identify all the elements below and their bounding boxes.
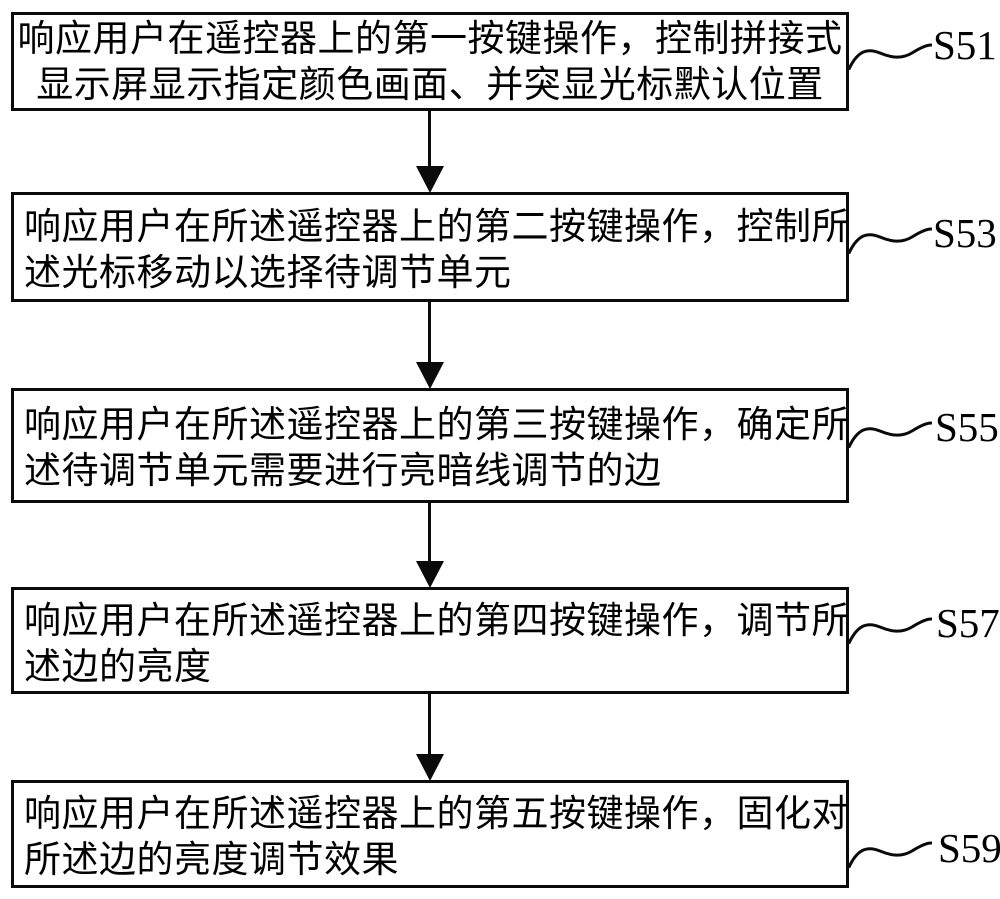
step-text-line: 显示屏显示指定颜色画面、并突显光标默认位置 — [36, 65, 824, 106]
step-text-line: 响应用户在所述遥控器上的第三按键操作，确定所 — [24, 405, 849, 446]
step-label-s57: S57 — [936, 600, 1000, 646]
down-arrow-icon — [415, 302, 444, 389]
flow-step-box-5: 响应用户在所述遥控器上的第五按键操作，固化对 所述边的亮度调节效果 — [11, 780, 849, 888]
step-text-line: 所述边的亮度调节效果 — [24, 840, 399, 881]
squiggle-connector — [848, 227, 932, 254]
step-text-line: 述待调节单元需要进行亮暗线调节的边 — [24, 451, 662, 492]
squiggle-connector — [848, 43, 932, 70]
flow-step-box-3: 响应用户在所述遥控器上的第三按键操作，确定所 述待调节单元需要进行亮暗线调节的边 — [11, 388, 849, 503]
squiggle-connector — [848, 841, 932, 868]
down-arrow-icon — [415, 694, 444, 781]
step-label-s53: S53 — [933, 210, 997, 256]
flow-step-box-1: 响应用户在遥控器上的第一按键操作，控制拼接式 显示屏显示指定颜色画面、并突显光标… — [11, 12, 849, 111]
step-text-line: 响应用户在所述遥控器上的第五按键操作，固化对 — [24, 794, 849, 835]
squiggle-connector — [848, 617, 932, 644]
flow-step-box-4: 响应用户在所述遥控器上的第四按键操作，调节所 述边的亮度 — [11, 587, 849, 694]
step-text-line: 响应用户在所述遥控器上的第四按键操作，调节所 — [24, 601, 849, 642]
down-arrow-icon — [415, 503, 444, 588]
step-text-line: 述边的亮度 — [24, 647, 212, 688]
step-text-line: 响应用户在所述遥控器上的第二按键操作，控制所 — [24, 207, 849, 248]
flow-step-box-2: 响应用户在所述遥控器上的第二按键操作，控制所 述光标移动以选择待调节单元 — [11, 192, 849, 302]
step-text-line: 响应用户在遥控器上的第一按键操作，控制拼接式 — [17, 19, 843, 60]
down-arrow-icon — [415, 110, 444, 193]
step-label-s59: S59 — [938, 825, 1000, 871]
squiggle-connector — [848, 421, 932, 448]
step-text-line: 述光标移动以选择待调节单元 — [24, 253, 512, 294]
step-label-s55: S55 — [935, 404, 999, 450]
step-label-s51: S51 — [933, 22, 997, 68]
